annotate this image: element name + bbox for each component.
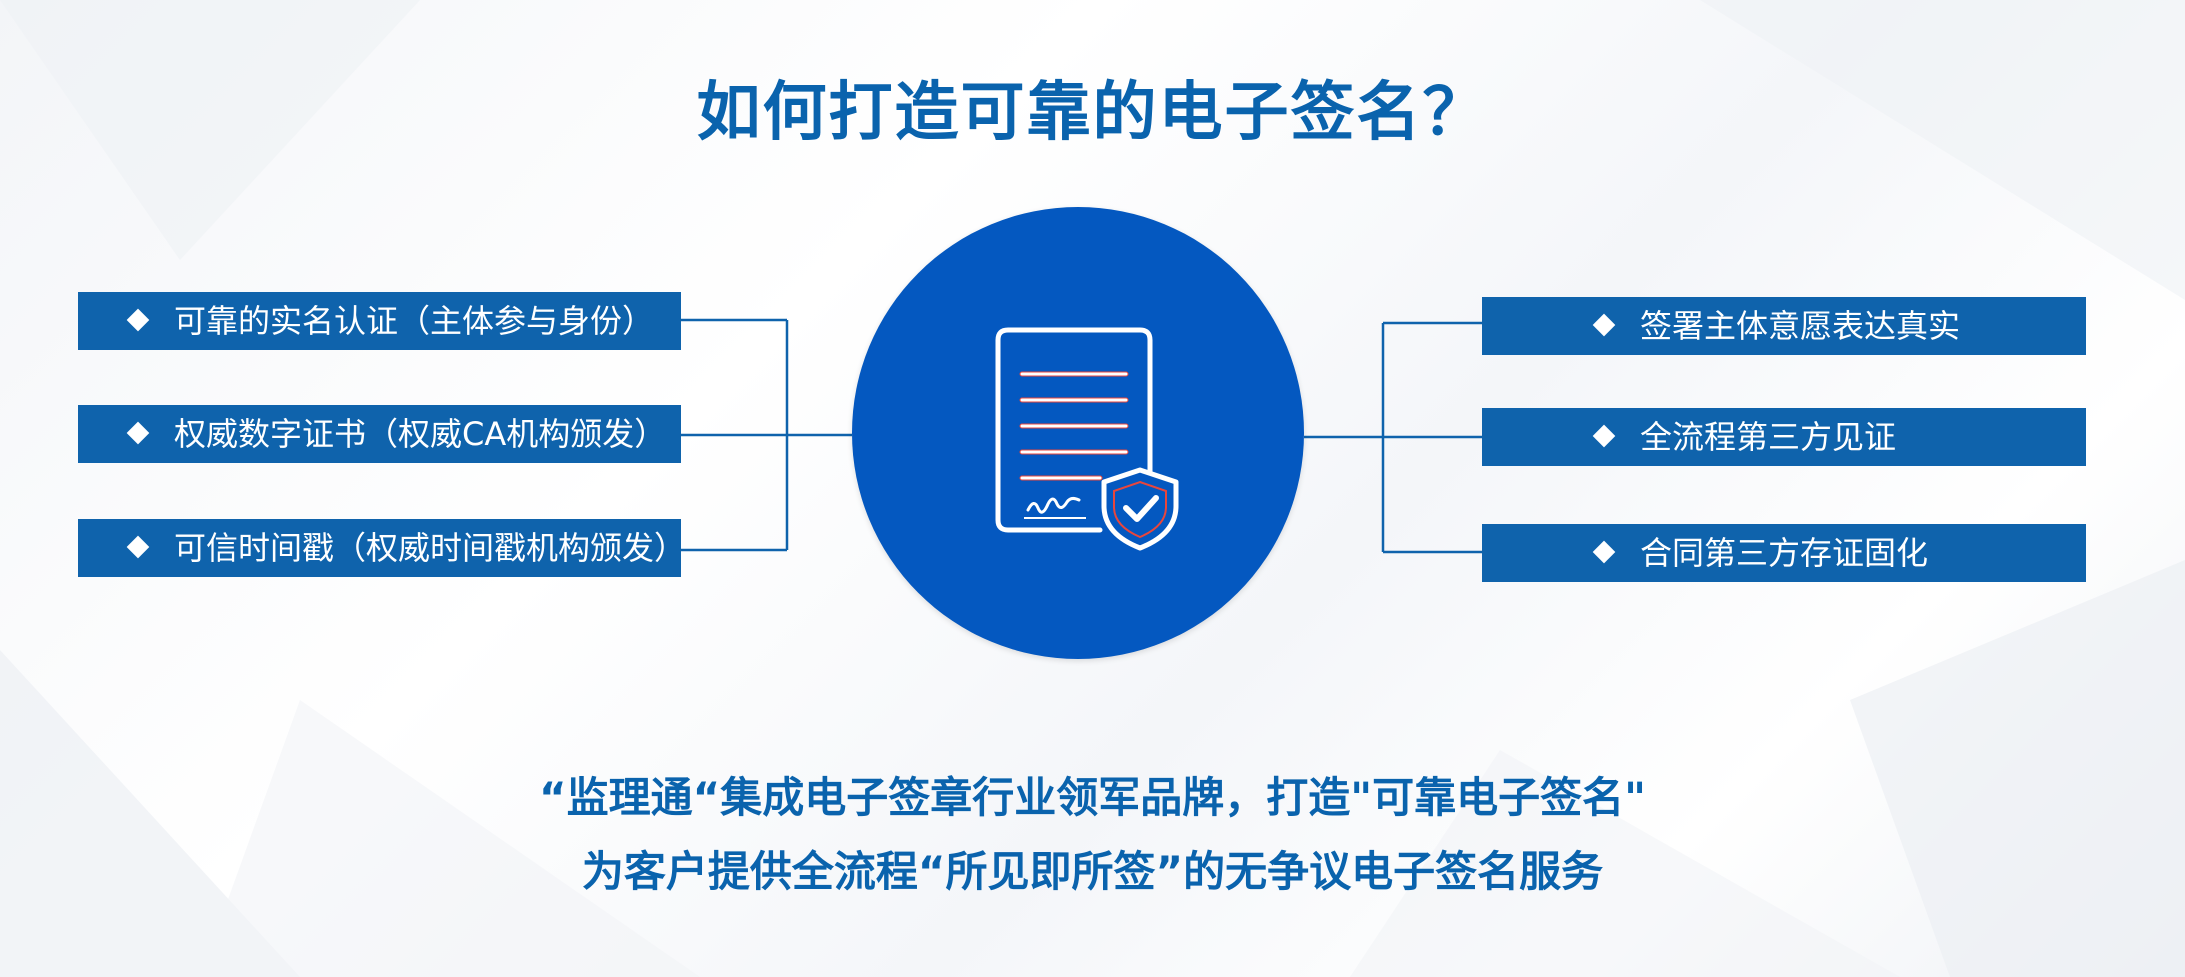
diamond-bullet-icon <box>1592 540 1616 564</box>
right-item-label: 合同第三方存证固化 <box>1640 534 1929 572</box>
diamond-bullet-icon <box>126 421 150 445</box>
right-item-witness: 全流程第三方见证 <box>1482 408 2086 466</box>
right-item-evidence: 合同第三方存证固化 <box>1482 524 2086 582</box>
right-item-intent: 签署主体意愿表达真实 <box>1482 297 2086 355</box>
diamond-bullet-icon <box>1592 313 1616 337</box>
footer-line-1: “监理通“集成电子签章行业领军品牌，打造"可靠电子签名" <box>539 773 1646 822</box>
center-circle <box>852 207 1304 659</box>
footer-line-2: 为客户提供全流程“所见即所签”的无争议电子签名服务 <box>581 847 1604 896</box>
page-title: 如何打造可靠的电子签名？ <box>696 76 1489 150</box>
diamond-bullet-icon <box>1592 424 1616 448</box>
left-item-label: 可信时间戳（权威时间戳机构颁发） <box>174 529 687 567</box>
right-item-label: 全流程第三方见证 <box>1640 418 1897 456</box>
left-item-real-name-auth: 可靠的实名认证（主体参与身份） <box>78 292 681 350</box>
right-item-label: 签署主体意愿表达真实 <box>1640 307 1961 345</box>
diamond-bullet-icon <box>126 535 150 559</box>
diamond-bullet-icon <box>126 308 150 332</box>
left-item-label: 权威数字证书（权威CA机构颁发） <box>174 415 667 453</box>
left-item-digital-certificate: 权威数字证书（权威CA机构颁发） <box>78 405 681 463</box>
left-item-timestamp: 可信时间戳（权威时间戳机构颁发） <box>78 519 686 577</box>
left-item-label: 可靠的实名认证（主体参与身份） <box>174 302 655 340</box>
signed-document-shield-icon <box>995 327 1179 551</box>
